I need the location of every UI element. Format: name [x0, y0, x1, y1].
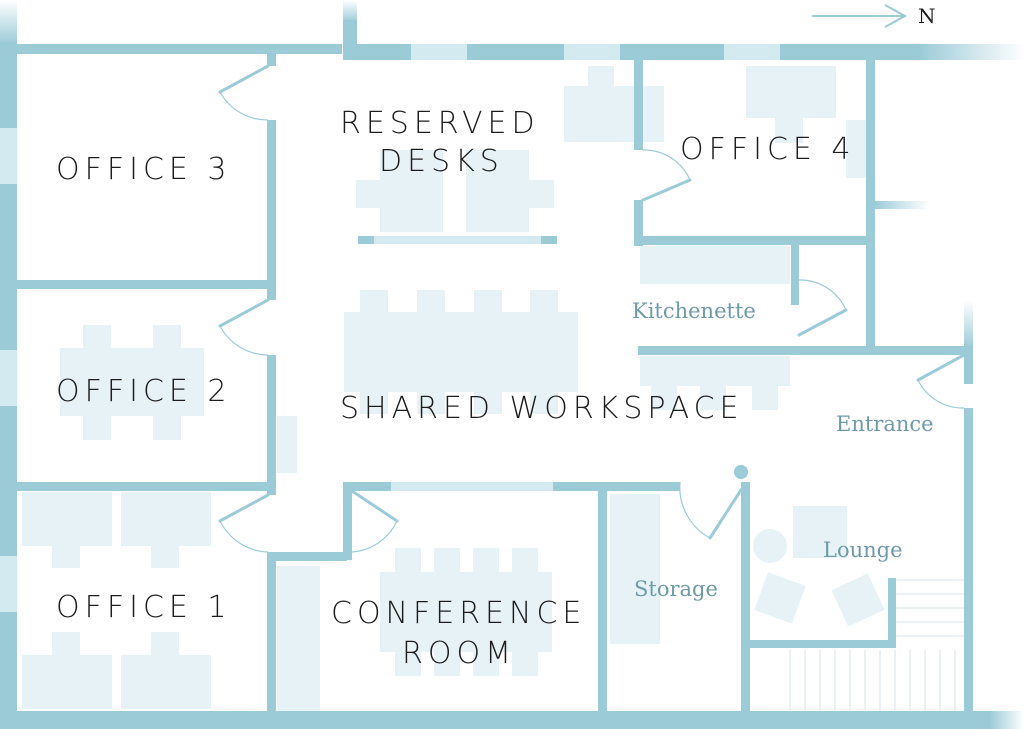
- conference-room-label-line1: CONFERENCE: [331, 596, 586, 631]
- shared-workspace-label: SHARED WORKSPACE: [340, 391, 743, 426]
- office-4-label: OFFICE 4: [680, 132, 856, 167]
- reserved-desks-label-line2: DESKS: [379, 144, 504, 179]
- entrance-label: Entrance: [836, 412, 934, 436]
- furniture: [22, 66, 885, 711]
- conference-room-label-line2: ROOM: [402, 636, 516, 671]
- stairs: [789, 579, 965, 712]
- office-1-label: OFFICE 1: [56, 590, 232, 625]
- room-labels: OFFICE 3 OFFICE 2 OFFICE 1 OFFICE 4 RESE…: [56, 106, 934, 671]
- office-2-label: OFFICE 2: [56, 374, 232, 409]
- north-label: N: [918, 4, 936, 28]
- lounge-label: Lounge: [823, 538, 903, 562]
- office-3-label: OFFICE 3: [56, 152, 232, 187]
- reserved-desks-label-line1: RESERVED: [340, 106, 540, 141]
- storage-label: Storage: [634, 577, 718, 601]
- kitchenette-label: Kitchenette: [632, 299, 756, 323]
- doors: [218, 64, 966, 553]
- north-arrow: N: [812, 4, 936, 28]
